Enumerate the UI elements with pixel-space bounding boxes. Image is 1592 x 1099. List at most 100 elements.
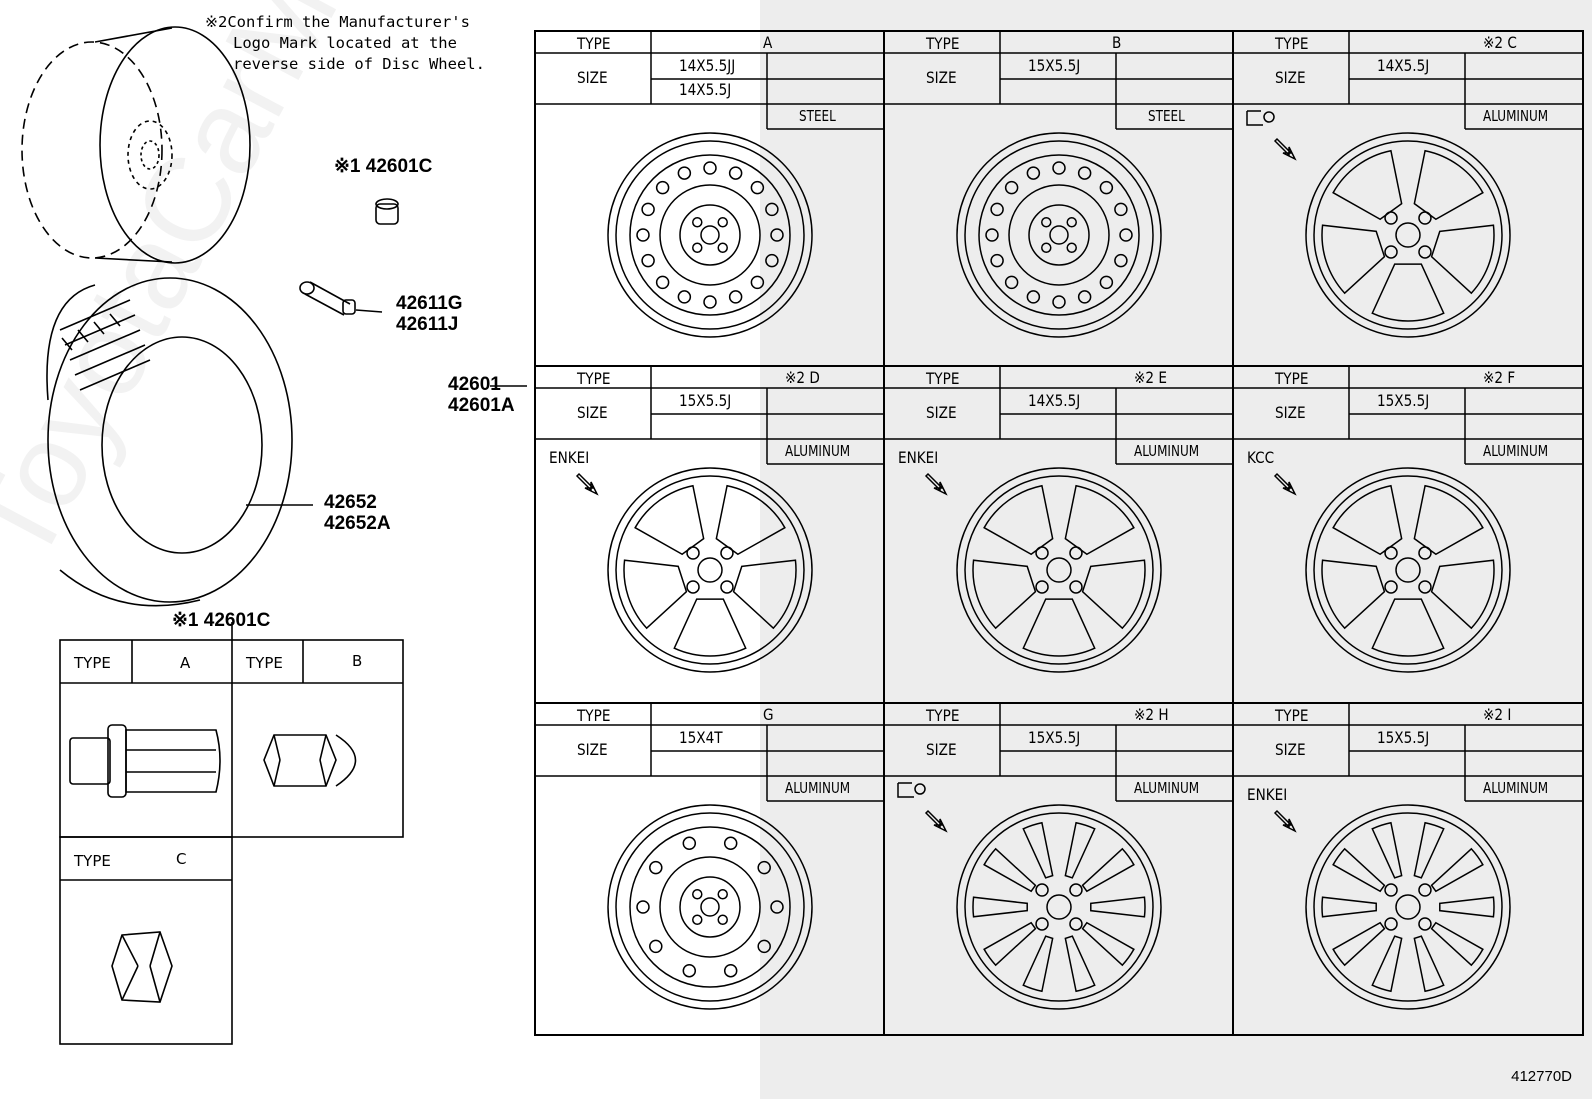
valve-stem-illustration: [299, 281, 383, 316]
lug-hole: [1384, 883, 1398, 897]
brand-arrow-icon: [1273, 809, 1297, 833]
lug-hole: [1384, 245, 1398, 259]
wheel-size-label: SIZE: [577, 403, 608, 422]
wheel-material: ALUMINUM: [1483, 442, 1549, 460]
nut-type-label-b: TYPE: [246, 654, 283, 672]
nut-type-b: B: [352, 652, 363, 670]
vent-hole: [1099, 275, 1114, 290]
wheel-rim-inner: [964, 475, 1154, 665]
nut-type-label-a: TYPE: [74, 654, 111, 672]
spoke-window: [1090, 896, 1146, 918]
wheel-rim-inner: [615, 475, 805, 665]
nut-type-label-c: TYPE: [74, 852, 111, 870]
spoke-window: [1413, 149, 1484, 221]
lug-hole: [1384, 211, 1398, 225]
lug-hole: [692, 889, 703, 900]
spoke-window: [972, 896, 1028, 918]
spoke-window: [1371, 821, 1403, 879]
diagram-reference-number: 412770D: [1511, 1068, 1572, 1085]
nut-table-grid: [59, 639, 404, 1045]
wheel-type-label: TYPE: [577, 369, 611, 388]
spoke-window: [1064, 821, 1096, 879]
vent-hole: [750, 180, 765, 195]
wheel-illustration: [1305, 804, 1511, 1010]
wheel-rim-outer: [1305, 132, 1511, 338]
wheel-brand-label: ENKEI: [898, 448, 939, 467]
wheel-type-label: TYPE: [926, 369, 960, 388]
wheel-brand-label: ENKEI: [1247, 785, 1288, 804]
wheel-rim-outer: [956, 467, 1162, 673]
lug-hole: [717, 889, 728, 900]
wheel-type-value: ※2 C: [1483, 33, 1517, 52]
wheel-type-value: G: [763, 705, 774, 724]
spoke-window: [1439, 896, 1495, 918]
spoke-window: [972, 559, 1037, 630]
wheel-table-grid: [534, 30, 1584, 1036]
spoke-window: [1321, 559, 1386, 630]
spoke-window: [732, 559, 797, 630]
lug-hole: [1041, 217, 1052, 228]
wheel-illustration: [1305, 467, 1511, 673]
center-disc: [659, 856, 761, 958]
wheel-rim-outer: [607, 132, 813, 338]
lug-hole: [692, 242, 703, 253]
wheel-type-value: ※2 F: [1483, 368, 1516, 387]
wheel-rim-outer: [956, 804, 1162, 1010]
vent-hole: [990, 253, 1004, 268]
hub: [1028, 204, 1090, 266]
vent-hole: [682, 963, 697, 978]
center-bore: [700, 897, 720, 917]
spoke-window: [1430, 847, 1484, 893]
wheel-size-value: 14X5.5J: [1377, 56, 1430, 75]
wheel-rim-outer: [607, 804, 813, 1010]
lug-hole: [1069, 546, 1083, 560]
lug-hole: [692, 217, 703, 228]
spoke-window: [1321, 896, 1377, 918]
vent-hole: [1026, 166, 1041, 180]
wheel-size-value: 14X5.5JJ: [679, 56, 736, 75]
spoke-window: [1430, 559, 1495, 630]
lug-hole: [1418, 245, 1432, 259]
vent-hole: [636, 228, 650, 242]
wheel-type-label: TYPE: [577, 34, 611, 53]
callout-tire: 42652 42652A: [324, 492, 391, 534]
spoke-window: [1022, 935, 1054, 993]
lug-hole: [717, 914, 728, 925]
right-shaded-area: [760, 0, 1592, 1099]
wheel-material: STEEL: [1148, 107, 1185, 125]
wheel-rim-outer: [1305, 804, 1511, 1010]
vent-hole: [641, 253, 655, 268]
vent-hole: [649, 939, 663, 954]
wheel-illustration: [1305, 132, 1511, 338]
vent-hole: [750, 275, 765, 290]
spoke-window: [673, 598, 747, 657]
vent-hole: [655, 180, 670, 195]
wheel-material: ALUMINUM: [1134, 442, 1200, 460]
wheel-type-value: ※2 D: [785, 368, 820, 387]
wheel-type-value: ※2 H: [1134, 705, 1169, 724]
wheel-brand-label: ENKEI: [549, 448, 590, 467]
hub: [679, 204, 741, 266]
lug-hole: [720, 580, 734, 594]
lug-hole: [1035, 883, 1049, 897]
vent-hole: [1114, 202, 1128, 217]
spoke-window: [1332, 847, 1386, 893]
vent-hole: [1077, 290, 1092, 304]
wheel-rim-inner: [964, 140, 1154, 330]
lug-hole: [1069, 883, 1083, 897]
note-line-3: reverse side of Disc Wheel.: [233, 55, 485, 73]
spoke-window: [1064, 935, 1096, 993]
wheel-illustration: [956, 804, 1162, 1010]
nut-type-c: C: [176, 850, 187, 868]
nut-type-a: A: [180, 654, 191, 672]
brand-arrow-icon: [924, 809, 948, 833]
spoke-window: [1022, 598, 1096, 657]
center-bore: [1049, 225, 1069, 245]
wheel-size-label: SIZE: [1275, 68, 1306, 87]
wheel-rim-inner: [1313, 812, 1503, 1002]
spoke-window: [1064, 484, 1135, 556]
center-bore: [700, 225, 720, 245]
lug-hole: [686, 580, 700, 594]
wheel-rim-inner: [1313, 140, 1503, 330]
